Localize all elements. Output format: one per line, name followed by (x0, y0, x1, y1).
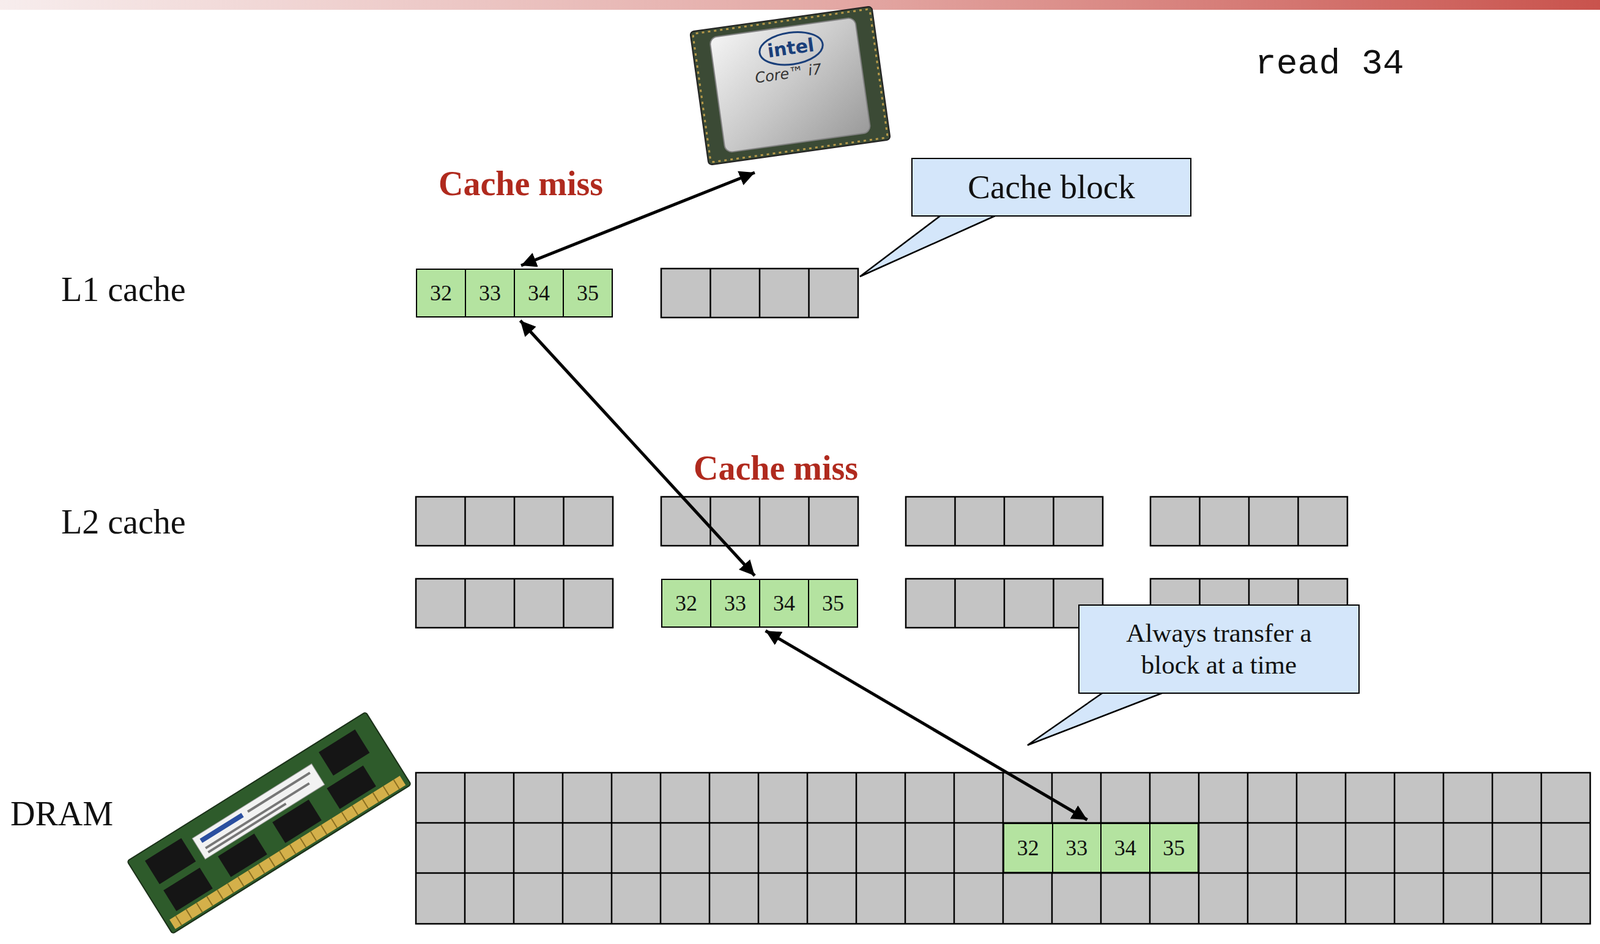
ram-stick (127, 711, 412, 934)
memory-cell: 34 (759, 579, 808, 627)
memory-block: 32333435 (1003, 822, 1199, 873)
transfer-arrow (765, 630, 1088, 820)
callout-text: Cache block (967, 166, 1135, 208)
memory-cell: 33 (464, 269, 514, 317)
cache-block (661, 268, 859, 318)
cache-block (415, 496, 613, 546)
cache-block: 32333435 (661, 578, 859, 628)
memory-cell: 35 (1149, 823, 1199, 872)
cache-block (905, 496, 1103, 546)
cache-block (905, 578, 1103, 628)
callout-box: Always transfer a block at a time (1078, 604, 1360, 694)
miss-label: Cache miss (438, 163, 604, 204)
level-label: L1 cache (61, 269, 186, 309)
callout-tail (1027, 691, 1166, 745)
callout-box: Cache block (911, 157, 1192, 217)
cache-block: 32333435 (415, 268, 613, 318)
transfer-arrow (520, 320, 755, 576)
header-bar (0, 0, 1600, 10)
memory-cell: 32 (1004, 823, 1052, 872)
memory-cell: 33 (710, 579, 760, 627)
memory-cell: 34 (513, 269, 563, 317)
level-label: DRAM (10, 793, 114, 834)
callout-text: Always transfer a block at a time (1102, 617, 1336, 681)
memory-cell: 35 (807, 579, 857, 627)
cache-block (415, 578, 613, 628)
cache-block (1150, 496, 1348, 546)
dram-grid (415, 772, 1591, 924)
model-text: Core™ i7 (754, 61, 823, 88)
memory-cell: 33 (1051, 823, 1101, 872)
memory-cell: 32 (417, 269, 465, 317)
logo-text: intel (766, 34, 816, 63)
level-label: L2 cache (61, 502, 186, 542)
memory-cell: 34 (1100, 823, 1150, 872)
memory-cell: 35 (562, 269, 612, 317)
memory-cell: 32 (662, 579, 711, 627)
command-text: read 34 (1255, 44, 1405, 86)
callout-tail (859, 212, 1004, 277)
cpu-chip (689, 6, 891, 166)
miss-label: Cache miss (693, 448, 859, 488)
